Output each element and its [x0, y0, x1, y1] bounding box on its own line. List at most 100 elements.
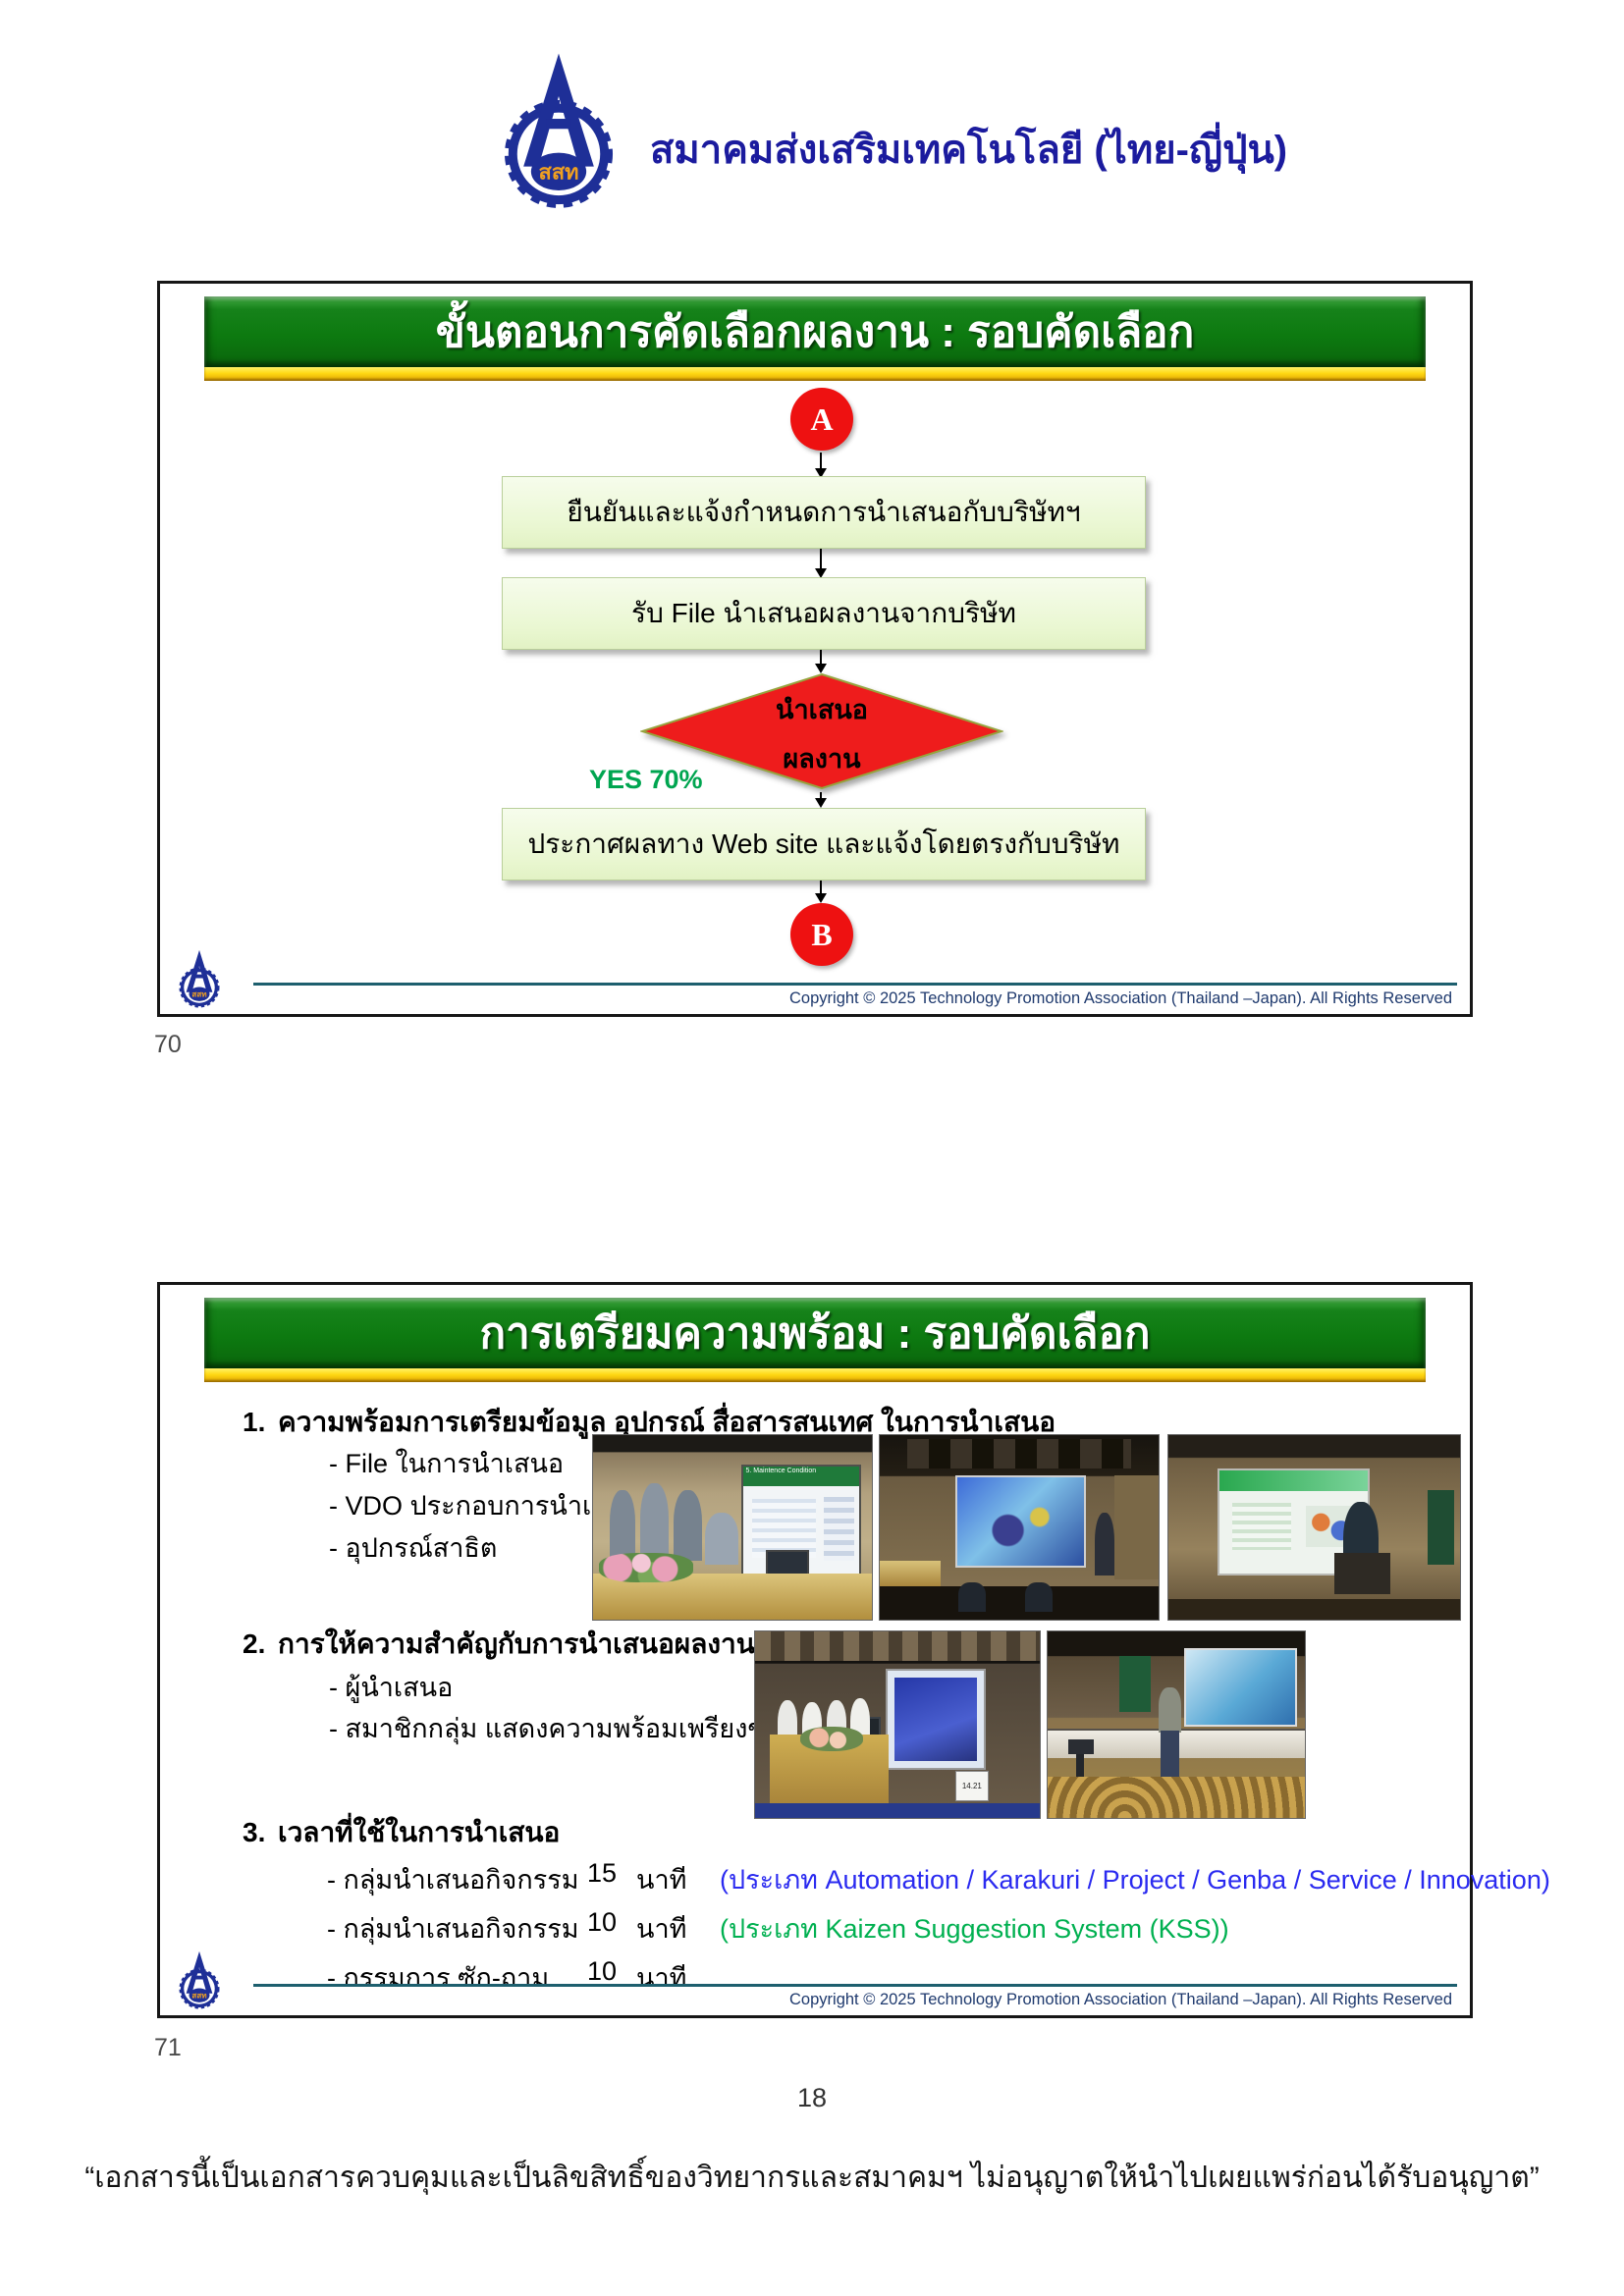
photo-banner: [1428, 1490, 1455, 1565]
person-silhouette: [610, 1490, 635, 1561]
photo-ceiling-decor: [755, 1631, 1040, 1662]
item1-bullet-file: - File ในการนำเสนอ: [329, 1449, 565, 1478]
time-row-unit: นาที: [636, 1963, 687, 1993]
photo-curtain: [1113, 1475, 1159, 1579]
photo-audience: [880, 1586, 1159, 1620]
person-silhouette: [1094, 1512, 1114, 1575]
slide-preparation: การเตรียมความพร้อม : รอบคัดเลือก 1. ความพ…: [157, 1282, 1550, 2018]
photo-stage-floor: [1168, 1599, 1460, 1620]
slide1-title-banner: ขั้นตอนการคัดเลือกผลงาน : รอบคัดเลือก: [204, 296, 1426, 367]
photo-floor-demonstration: [1047, 1630, 1306, 1819]
slide-selection-process: ขั้นตอนการคัดเลือกผลงาน : รอบคัดเลือก A …: [157, 281, 1473, 1017]
photo-projection-screen: [886, 1669, 986, 1770]
slide-number-71: 71: [154, 2034, 182, 2061]
flow-arrow-down-icon: [815, 650, 827, 673]
tpa-gear-logo-icon: [496, 45, 622, 210]
item1-number: 1.: [243, 1407, 266, 1437]
decision-text-line2: ผลงาน: [783, 744, 861, 774]
time-row-activity-10: - กลุ่มนำเสนอกิจกรรม 10 นาที (ประเภท Kai…: [327, 1907, 1229, 1949]
person-silhouette: [957, 1582, 986, 1613]
decision-diamond-shape: [638, 672, 1005, 790]
item3-number: 3.: [243, 1817, 266, 1847]
time-row-note: (ประเภท Kaizen Suggestion System (KSS)): [720, 1914, 1229, 1944]
photo-presentation-table: 5. Maintence Condition: [592, 1434, 873, 1621]
photo-flowers: [598, 1553, 694, 1583]
footer-divider-line: [253, 983, 1457, 986]
item1-bullet-equipment: - อุปกรณ์สาธิต: [329, 1533, 498, 1563]
item3-heading-text: เวลาที่ใช้ในการนำเสนอ: [278, 1817, 561, 1847]
photo-conference-room-wide: [879, 1434, 1160, 1621]
item2-heading-text: การให้ความสำคัญกับการนำเสนอผลงาน: [278, 1629, 755, 1659]
photo-presentation-screen: [1218, 1468, 1370, 1575]
decision-yes-label: YES 70%: [589, 765, 703, 794]
person-silhouette: [674, 1490, 702, 1561]
photo-carpet: [755, 1802, 1040, 1818]
slide1-gold-strip: [204, 367, 1426, 381]
photo-flowers: [800, 1726, 864, 1751]
photo-stage-presenter: [1167, 1434, 1461, 1621]
slide2-title: การเตรียมความพร้อม : รอบคัดเลือก: [479, 1309, 1151, 1358]
tpa-gear-logo-icon: [174, 1949, 225, 2009]
flow-arrow-down-icon: [815, 881, 827, 903]
flow-decision-presentation: นำเสนอ ผลงาน: [638, 672, 1005, 790]
time-row-unit: นาที: [636, 1865, 687, 1895]
photo-screen-content: [824, 1496, 854, 1561]
item1-bullet-vdo: - VDO ประกอบการนำเสนอ: [329, 1491, 642, 1521]
photo-screen-header: [1219, 1469, 1368, 1491]
photo-tripod: [1075, 1754, 1084, 1796]
photo-projection-screen: [1183, 1648, 1298, 1727]
time-row-committee-qa: - กรรมการ ซัก-ถาม 10 นาที: [327, 1956, 720, 1999]
time-row-label: - กลุ่มนำเสนอกิจกรรม: [327, 1865, 579, 1895]
flow-connector-b: B: [790, 903, 853, 966]
photo-screen-content: [1231, 1503, 1291, 1550]
item1-heading-text: ความพร้อมการเตรียมข้อมูล อุปกรณ์ สื่อสาร…: [278, 1407, 1056, 1437]
time-row-minutes: 10: [587, 1907, 618, 1937]
photo-podium: [1334, 1553, 1390, 1594]
photo-projector: [1067, 1739, 1095, 1755]
slide2-title-banner: การเตรียมความพร้อม : รอบคัดเลือก: [204, 1298, 1426, 1368]
flow-step-confirm-schedule: ยืนยันและแจ้งกำหนดการนำเสนอกับบริษัทฯ: [502, 476, 1146, 549]
copyright-notice: Copyright © 2025 Technology Promotion As…: [789, 1991, 1452, 2008]
time-row-activity-15: - กลุ่มนำเสนอกิจกรรม 15 นาที (ประเภท Aut…: [327, 1858, 1550, 1900]
slide2-gold-strip: [204, 1368, 1426, 1382]
person-legs: [1161, 1730, 1179, 1780]
flow-connector-a: A: [790, 388, 853, 451]
item3-heading: 3. เวลาที่ใช้ในการนำเสนอ: [243, 1811, 560, 1854]
item1-heading: 1. ความพร้อมการเตรียมข้อมูล อุปกรณ์ สื่อส…: [243, 1401, 1056, 1444]
photo-carpet-pattern: [1048, 1777, 1305, 1818]
photo-table: [880, 1560, 942, 1587]
item2-bullet-presenter: - ผู้นำเสนอ: [329, 1673, 454, 1702]
time-row-note: (ประเภท Automation / Karakuri / Project …: [720, 1865, 1550, 1895]
photo-laptop: [766, 1549, 809, 1576]
item2-heading: 2. การให้ความสำคัญกับการนำเสนอผลงาน: [243, 1623, 755, 1666]
flow-step-announce-results: ประกาศผลทาง Web site และแจ้งโดยตรงกับบริ…: [502, 808, 1146, 881]
person-silhouette: [1024, 1582, 1054, 1613]
slide-number-70: 70: [154, 1031, 182, 1058]
person-silhouette: [640, 1482, 669, 1561]
flow-arrow-down-icon: [815, 453, 827, 478]
time-row-minutes: 15: [587, 1858, 618, 1888]
flow-step-receive-file: รับ File นำเสนอผลงานจากบริษัท: [502, 577, 1146, 650]
flow-arrow-down-icon: [815, 549, 827, 578]
photo-screen-title: 5. Maintence Condition: [742, 1467, 859, 1486]
decision-text-line1: นำเสนอ: [776, 695, 868, 724]
photo-screen-slide: [894, 1677, 978, 1761]
tpa-gear-logo-icon: [174, 947, 225, 1008]
person-silhouette: [1158, 1687, 1182, 1733]
photo-projection-screen: [954, 1475, 1087, 1569]
flow-arrow-down-icon: [815, 792, 827, 808]
document-page-number: 18: [796, 2083, 828, 2112]
organization-name: สมาคมส่งเสริมเทคโนโลยี (ไทย-ญี่ปุ่น): [650, 129, 1288, 172]
photo-ceiling: [907, 1438, 1131, 1468]
time-row-label: - กลุ่มนำเสนอกิจกรรม: [327, 1914, 579, 1944]
copyright-notice: Copyright © 2025 Technology Promotion As…: [789, 989, 1452, 1007]
photo-timer-sign: 14.21: [954, 1771, 989, 1801]
item2-number: 2.: [243, 1629, 266, 1659]
person-silhouette: [704, 1512, 738, 1565]
time-row-unit: นาที: [636, 1914, 687, 1944]
time-row-minutes: 10: [587, 1956, 618, 1986]
footer-divider-line: [253, 1984, 1457, 1987]
photo-banner: [1119, 1655, 1151, 1712]
time-row-label: - กรรมการ ซัก-ถาม: [327, 1963, 550, 1993]
